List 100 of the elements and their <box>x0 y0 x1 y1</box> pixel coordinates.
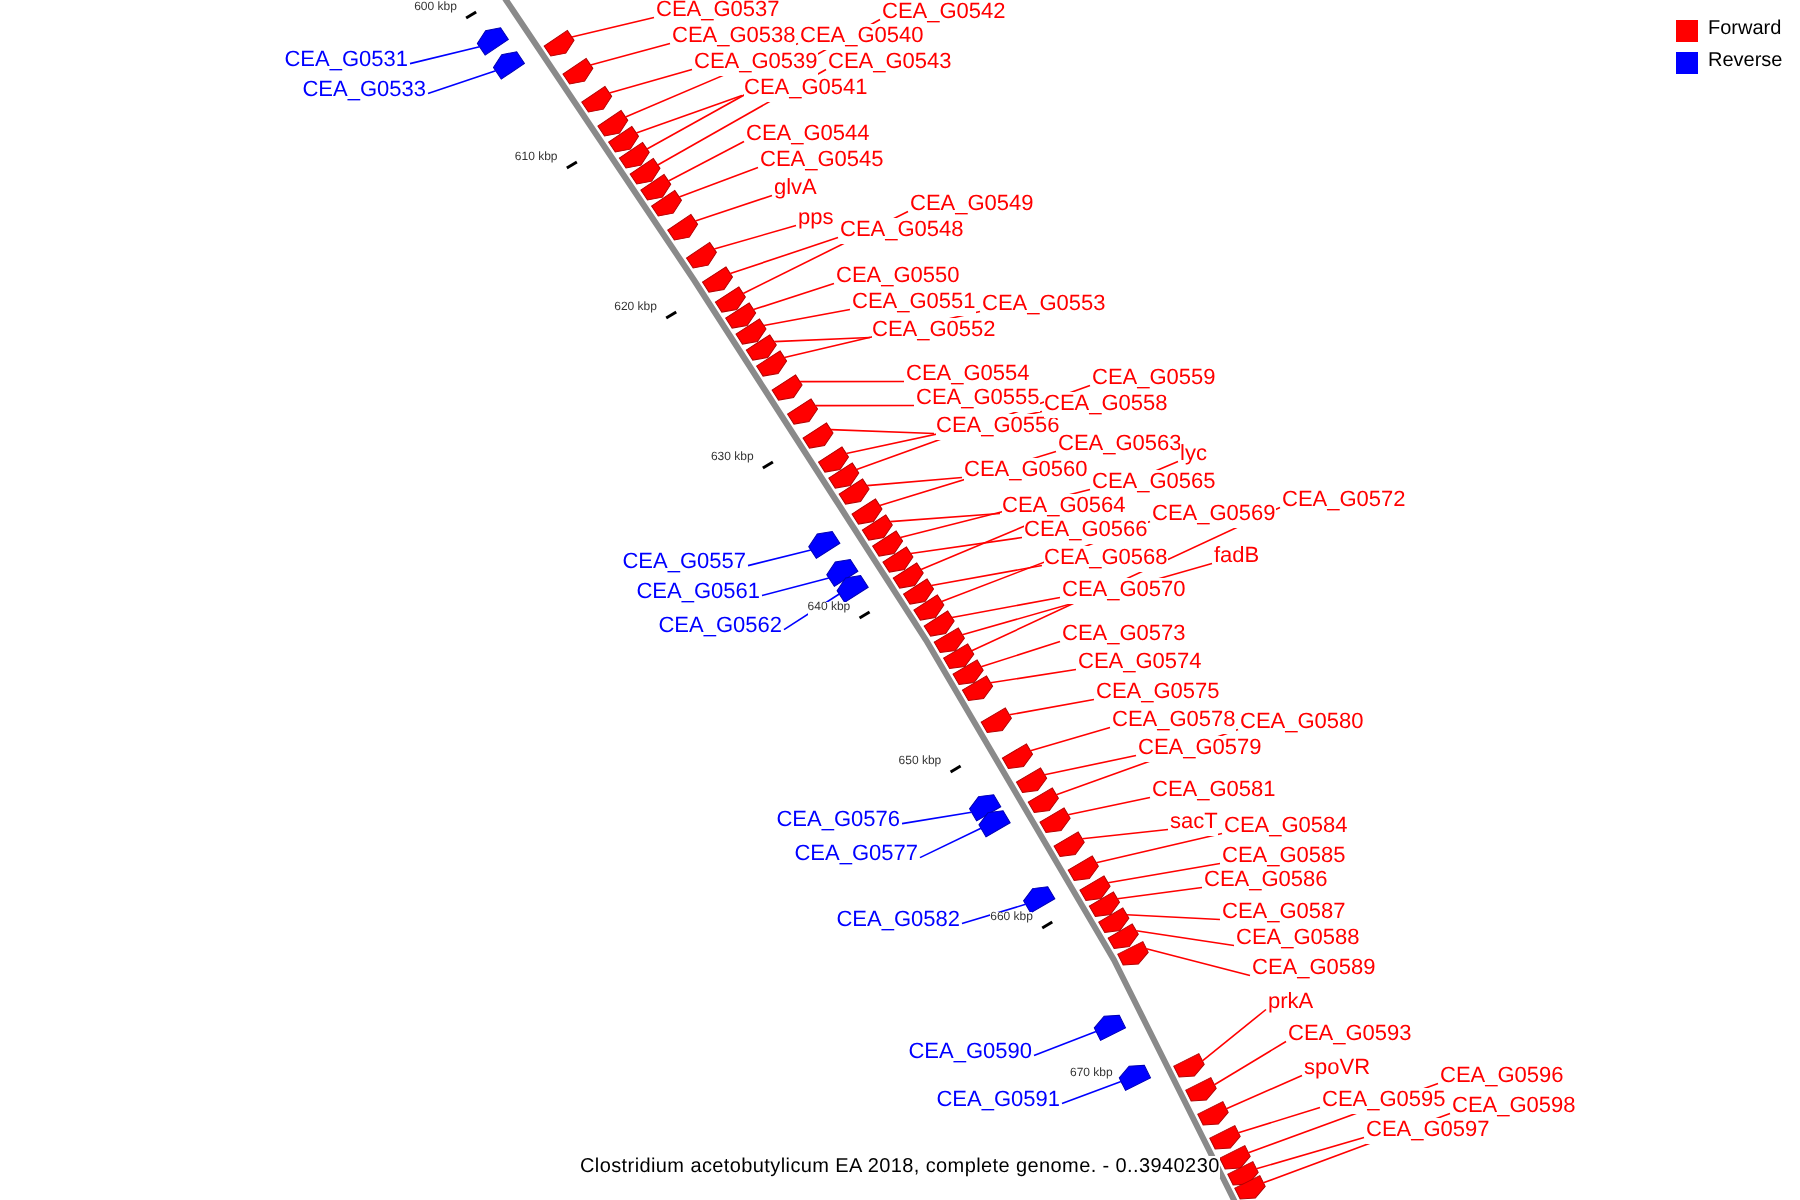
gene-block <box>714 286 746 313</box>
gene-label: CEA_G0554 <box>906 362 1030 388</box>
gene-label: CEA_G0573 <box>1062 622 1186 648</box>
gene-block <box>735 318 767 345</box>
gene-block <box>562 57 594 85</box>
leader-line <box>1043 754 1137 776</box>
gene-block <box>771 374 803 401</box>
gene-block <box>851 498 883 525</box>
leader-line <box>1061 1080 1122 1105</box>
gene-block <box>978 810 1011 838</box>
gene-block <box>1209 1125 1241 1150</box>
leader-line <box>1116 886 1203 900</box>
leader-line <box>1237 1106 1321 1134</box>
leader-line <box>694 194 773 222</box>
gene-block <box>492 51 525 80</box>
gene-block <box>913 594 945 621</box>
gene-label: CEA_G0555 <box>916 386 1040 412</box>
gene-block <box>1234 1175 1266 1200</box>
leader-line <box>608 68 693 94</box>
leader-line <box>589 42 671 66</box>
gene-label: CEA_G0587 <box>1222 900 1346 926</box>
gene-label: CEA_G0540 <box>800 24 924 50</box>
gene-label: CEA_G0543 <box>828 50 952 76</box>
gene-label: CEA_G0545 <box>760 148 884 174</box>
gene-block <box>1001 743 1034 769</box>
gene-label: CEA_G0580 <box>1240 710 1364 736</box>
leader-line <box>1225 1074 1303 1110</box>
gene-label: CEA_G0576 <box>776 808 900 834</box>
gene-label: CEA_G0590 <box>908 1040 1032 1066</box>
gene-label: spoVR <box>1304 1056 1371 1082</box>
gene-block <box>1039 807 1071 833</box>
gene-label: CEA_G0541 <box>744 76 868 102</box>
gene-label: CEA_G0537 <box>656 0 780 24</box>
leader-line <box>1029 726 1111 752</box>
gene-label: CEA_G0542 <box>882 0 1006 26</box>
gene-label: CEA_G0552 <box>872 318 996 344</box>
gene-block <box>836 574 869 603</box>
gene-label: CEA_G0570 <box>1062 578 1186 604</box>
gene-block <box>861 514 893 541</box>
gene-block <box>882 546 914 573</box>
gene-block <box>826 558 859 587</box>
gene-label: CEA_G0553 <box>982 292 1106 318</box>
leader-line <box>1107 862 1221 884</box>
gene-block <box>817 446 849 473</box>
gene-label: CEA_G0538 <box>672 24 796 50</box>
gene-block <box>1053 831 1085 857</box>
gene-label: CEA_G0588 <box>1236 926 1360 952</box>
gene-label: CEA_G0550 <box>836 264 960 290</box>
leader-line <box>901 811 973 825</box>
leader-line <box>1095 832 1223 864</box>
gene-label: CEA_G0548 <box>840 218 964 244</box>
gene-block <box>651 189 682 217</box>
gene-label: CEA_G0596 <box>1440 1064 1564 1090</box>
caption: Clostridium acetobutylicum EA 2018, complete genome. - 0..3940230 <box>580 1156 1220 1178</box>
gene-label: CEA_G0578 <box>1112 708 1236 734</box>
gene-label: CEA_G0575 <box>1096 680 1220 706</box>
leader-line <box>747 549 812 567</box>
leader-line <box>989 668 1077 684</box>
gene-label: CEA_G0584 <box>1224 814 1348 840</box>
gene-block <box>543 29 575 57</box>
gene-block <box>640 173 672 201</box>
gene-label: CEA_G0556 <box>936 414 1060 440</box>
gene-block <box>1098 907 1130 933</box>
leader-line <box>866 476 963 487</box>
leader-line <box>1008 698 1095 716</box>
gene-block <box>581 85 613 113</box>
gene-label: CEA_G0565 <box>1092 470 1216 496</box>
leader-line <box>678 166 759 198</box>
leader-line <box>919 827 982 859</box>
gene-label: CEA_G0566 <box>1024 518 1148 544</box>
gene-label: CEA_G0558 <box>1044 392 1168 418</box>
gene-block <box>1079 875 1111 901</box>
gene-block <box>903 578 935 605</box>
gene-label: sacT <box>1170 810 1218 836</box>
gene-block <box>1067 855 1099 881</box>
gene-block <box>476 27 509 56</box>
gene-block <box>943 643 975 669</box>
gene-label: CEA_G0598 <box>1452 1094 1576 1120</box>
leader-line <box>951 596 1061 619</box>
gene-block <box>667 213 699 241</box>
leader-line <box>909 536 1023 555</box>
legend-label: Forward <box>1708 18 1782 40</box>
leader-line <box>1033 1030 1097 1057</box>
leader-line <box>889 512 1001 523</box>
gene-label: CEA_G0533 <box>302 78 426 104</box>
gene-label: CEA_G0597 <box>1366 1118 1490 1144</box>
gene-block <box>725 302 757 329</box>
leader-line <box>773 336 871 343</box>
leader-line <box>930 564 1043 587</box>
gene-label: CEA_G0589 <box>1252 956 1376 982</box>
leader-line <box>667 140 745 182</box>
gene-block <box>1107 923 1139 949</box>
gene-label: CEA_G0582 <box>836 908 960 934</box>
gene-block <box>629 157 661 185</box>
gene-block <box>745 334 777 361</box>
leader-line <box>1213 1040 1287 1086</box>
gene-block <box>923 610 955 637</box>
gene-label: CEA_G0586 <box>1204 868 1328 894</box>
gene-block <box>838 478 870 505</box>
leader-line <box>761 577 830 597</box>
